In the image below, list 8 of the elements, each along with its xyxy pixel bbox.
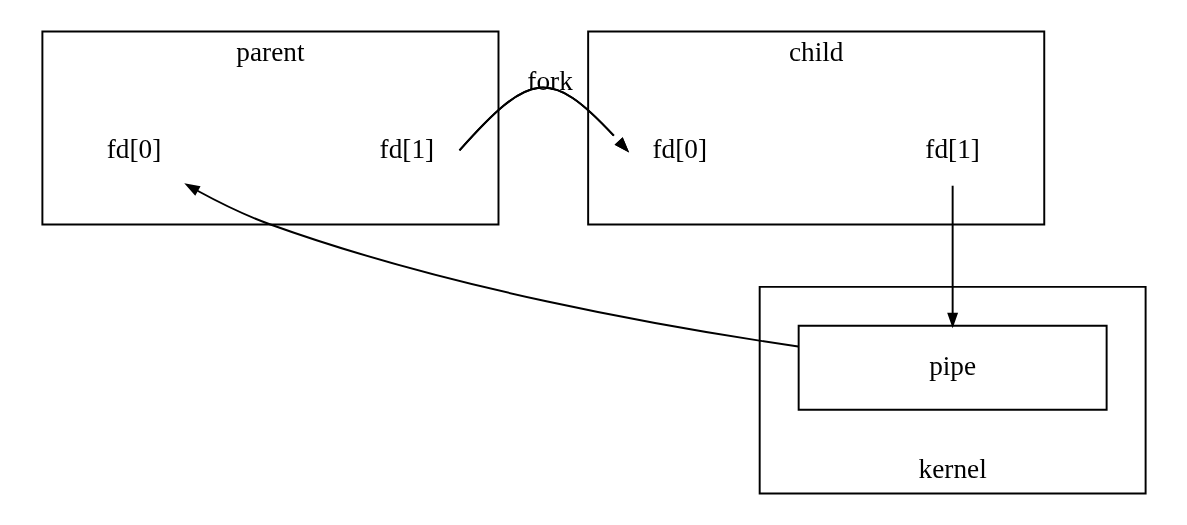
arrow [183,183,799,348]
node-text: fd[0] [106,133,161,164]
node-text: fd[1] [924,133,980,164]
node-box: pipe [797,324,1108,411]
arrow [946,184,958,329]
node-text: fd[1] [379,133,434,164]
node-text: fd[0] [652,133,707,164]
arrow [458,86,629,153]
